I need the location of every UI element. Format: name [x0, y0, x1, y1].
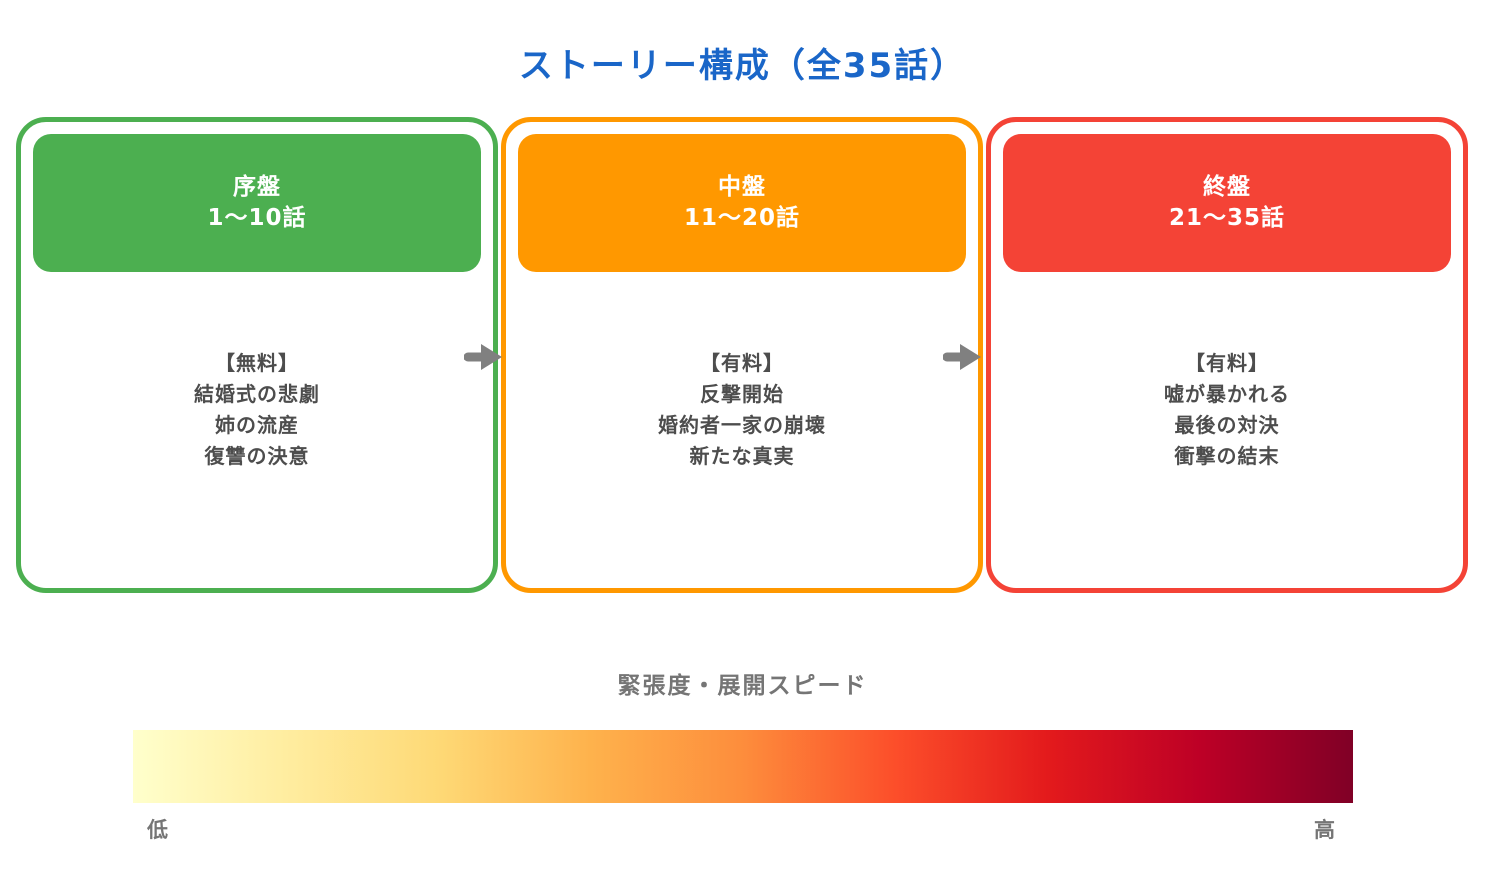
page-title: ストーリー構成（全35話）	[518, 46, 967, 86]
body-line: 最後の対決	[1174, 413, 1280, 437]
card-body: 【無料】 結婚式の悲劇 姉の流産 復讐の決意	[33, 272, 481, 576]
card-header: 中盤 11～20話	[518, 134, 966, 272]
card-header-title: 中盤	[718, 174, 766, 200]
card-body: 【有料】 反撃開始 婚約者一家の崩壊 新たな真実	[518, 272, 966, 576]
card-header: 序盤 1～10話	[33, 134, 481, 272]
card-header-episodes: 21～35話	[1168, 205, 1285, 231]
body-line: 結婚式の悲劇	[194, 382, 320, 406]
card-header: 終盤 21～35話	[1003, 134, 1451, 272]
card-header-episodes: 11～20話	[683, 205, 800, 231]
body-line: 婚約者一家の崩壊	[658, 413, 826, 437]
arrow-right-icon	[464, 340, 504, 374]
story-card-final: 終盤 21～35話 【有料】 嘘が暴かれる 最後の対決 衝撃の結末	[986, 117, 1468, 593]
card-header-title: 序盤	[233, 174, 281, 200]
card-body: 【有料】 嘘が暴かれる 最後の対決 衝撃の結末	[1003, 272, 1451, 576]
story-cards-row: 序盤 1～10話 【無料】 結婚式の悲劇 姉の流産 復讐の決意 中盤 11～20…	[16, 117, 1468, 593]
card-header-episodes: 1～10話	[207, 205, 307, 231]
tension-label: 緊張度・展開スピード	[617, 673, 868, 699]
body-line: 【有料】	[700, 351, 784, 375]
body-line: 反撃開始	[700, 382, 784, 406]
body-line: 嘘が暴かれる	[1164, 382, 1290, 406]
body-line: 姉の流産	[215, 413, 299, 437]
card-header-title: 終盤	[1203, 174, 1251, 200]
body-line: 新たな真実	[689, 444, 795, 468]
body-line: 【有料】	[1185, 351, 1269, 375]
arrow-right-icon	[943, 340, 983, 374]
body-line: 復讐の決意	[204, 444, 310, 468]
tension-low-label: 低	[147, 818, 168, 842]
tension-high-label: 高	[1314, 818, 1335, 842]
body-line: 衝撃の結末	[1174, 444, 1280, 468]
body-line: 【無料】	[215, 351, 299, 375]
tension-gradient-bar	[133, 730, 1353, 803]
story-card-intro: 序盤 1～10話 【無料】 結婚式の悲劇 姉の流産 復讐の決意	[16, 117, 498, 593]
story-card-middle: 中盤 11～20話 【有料】 反撃開始 婚約者一家の崩壊 新たな真実	[501, 117, 983, 593]
